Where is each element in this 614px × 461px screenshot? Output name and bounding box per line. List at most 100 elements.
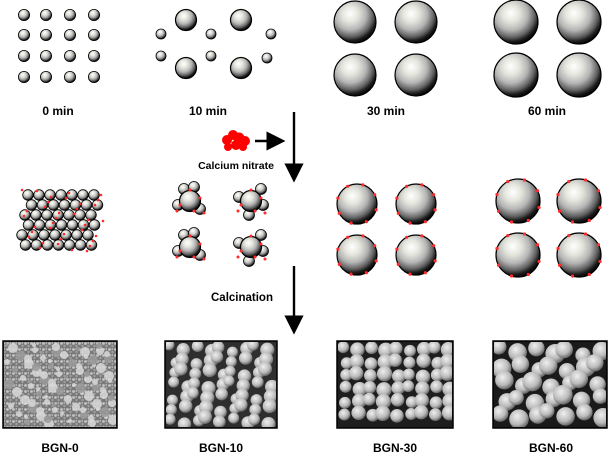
small-sphere — [40, 71, 53, 84]
small-sphere — [261, 52, 273, 64]
small-sphere — [47, 199, 60, 211]
calcium-dot — [570, 220, 575, 224]
large-sphere — [394, 0, 438, 44]
calcium-dot — [33, 225, 37, 229]
calcium-dot — [43, 205, 47, 209]
calcium-dot — [496, 209, 501, 213]
large-sphere — [556, 178, 602, 224]
calcium-dot — [57, 211, 61, 215]
doped-particles-10-min — [172, 181, 269, 267]
small-sphere — [49, 229, 61, 241]
calcium-dot — [337, 262, 341, 266]
time-label-30: 30 min — [367, 104, 405, 118]
calcium-dot — [101, 219, 105, 223]
small-sphere — [38, 229, 50, 241]
calcium-dot — [178, 249, 182, 253]
calcium-dot — [537, 259, 541, 264]
small-sphere — [55, 219, 68, 231]
calcium-dot — [239, 203, 243, 207]
calcium-dot — [38, 246, 42, 250]
calcium-dot — [85, 249, 89, 253]
calcium-dot — [526, 218, 530, 223]
calcium-dot — [570, 274, 575, 278]
calcium-dot — [537, 205, 541, 210]
small-sphere — [41, 209, 53, 221]
small-sphere — [55, 189, 67, 201]
calcium-dot — [49, 195, 53, 199]
medium-sphere — [239, 235, 263, 259]
calcium-dot — [188, 234, 192, 238]
large-sphere — [556, 52, 602, 98]
medium-sphere — [174, 8, 198, 32]
small-sphere — [33, 189, 45, 201]
calcium-dot — [67, 191, 71, 195]
calcium-dot — [598, 259, 602, 264]
calcium-dot — [30, 230, 34, 234]
calcium-dot — [420, 183, 424, 187]
calcium-dot — [522, 232, 527, 236]
small-sphere — [44, 189, 56, 201]
small-sphere — [88, 8, 101, 21]
doped-particles-0-min — [16, 188, 105, 253]
calcium-dot — [35, 189, 39, 193]
calcium-dot — [557, 263, 562, 267]
calcium-dot — [346, 235, 350, 239]
small-sphere — [19, 239, 32, 251]
calcium-dot — [239, 249, 243, 253]
calcium-dot — [433, 259, 437, 263]
calcium-dot — [178, 203, 182, 207]
calcium-dot — [336, 196, 340, 200]
calcium-dot — [75, 207, 79, 211]
calcium-dot — [596, 189, 601, 193]
calcium-dot — [364, 220, 368, 224]
calcium-dot — [583, 232, 588, 236]
small-sphere — [255, 229, 267, 241]
spheres-0-min — [17, 8, 101, 84]
calcium-nitrate-icon — [222, 130, 250, 151]
small-sphere — [88, 71, 101, 84]
calcium-dot — [249, 188, 253, 192]
small-sphere — [52, 209, 64, 221]
small-sphere — [16, 229, 28, 241]
large-sphere — [395, 234, 437, 276]
medium-sphere — [174, 56, 198, 80]
small-sphere — [22, 219, 35, 231]
calcium-dot — [51, 221, 55, 225]
spheres-10-min — [155, 8, 277, 80]
small-sphere — [85, 209, 97, 221]
calcium-dot — [432, 244, 436, 248]
calcium-dot — [567, 233, 571, 238]
calcium-dot — [46, 200, 50, 204]
calcium-dot — [263, 211, 267, 215]
calcium-dot — [93, 203, 97, 207]
calcium-dot — [395, 247, 399, 251]
calcium-dot — [506, 179, 510, 184]
calcium-dot — [188, 188, 192, 192]
small-sphere — [17, 50, 30, 63]
calcium-dot — [346, 184, 350, 188]
small-sphere — [82, 229, 94, 241]
small-sphere — [64, 50, 77, 63]
sem-image-bgn-60 — [492, 340, 608, 429]
small-sphere — [74, 239, 87, 251]
calcium-dot — [54, 216, 58, 220]
spheres-30-min — [333, 0, 438, 97]
calcium-dot — [175, 209, 179, 213]
doped-particles-30-min — [336, 183, 437, 276]
calcium-dot — [202, 257, 206, 261]
small-sphere — [71, 229, 83, 241]
small-sphere — [66, 219, 79, 231]
sample-label-bgn-30: BGN-30 — [373, 441, 417, 455]
calcium-dot — [175, 255, 179, 259]
small-sphere — [85, 239, 98, 251]
sem-image-bgn-10 — [164, 340, 278, 429]
medium-sphere — [178, 235, 202, 259]
calcium-dot — [535, 189, 540, 193]
small-sphere — [255, 183, 267, 195]
calcium-dot — [556, 246, 560, 251]
small-sphere — [88, 219, 101, 231]
calcium-dot — [526, 272, 530, 277]
small-sphere — [60, 229, 72, 241]
calcium-dot — [567, 179, 571, 184]
large-sphere — [556, 232, 602, 278]
